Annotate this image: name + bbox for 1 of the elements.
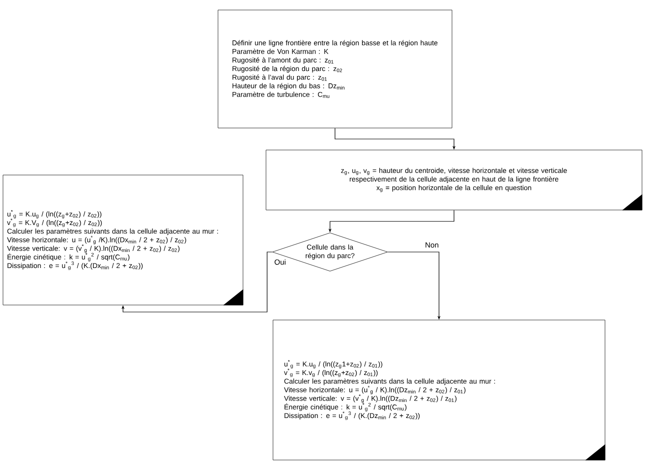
arrow xyxy=(121,252,272,312)
